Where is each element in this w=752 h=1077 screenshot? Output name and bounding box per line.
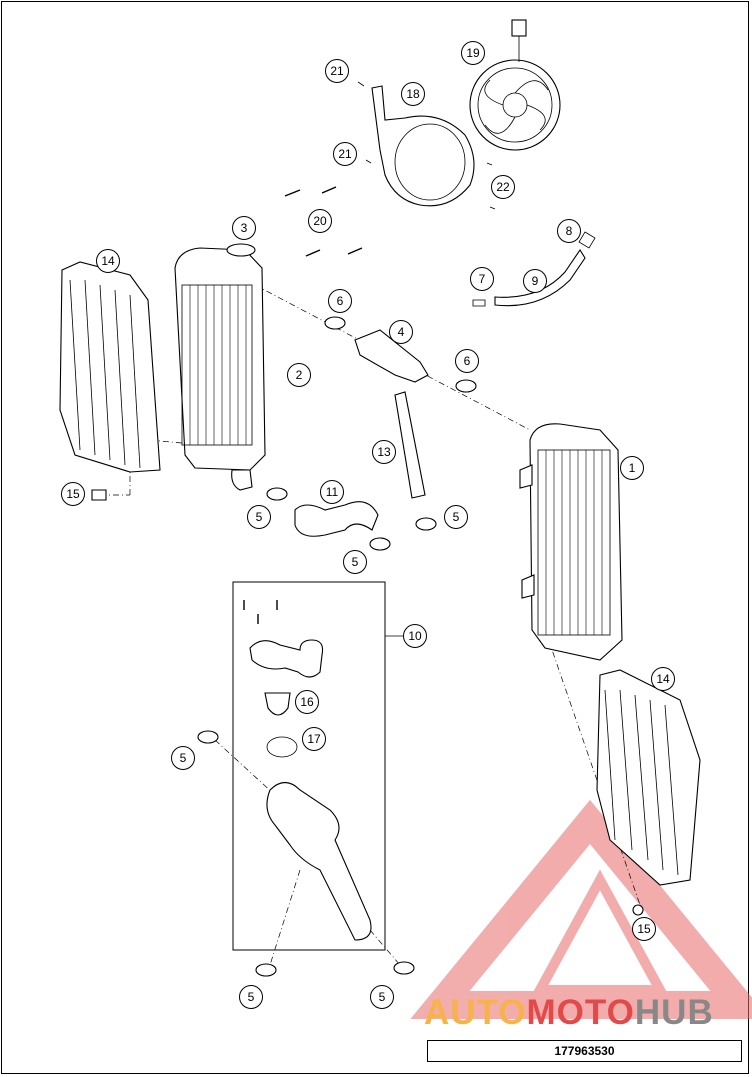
part-number-label: 177963530 [427,1040,742,1062]
radiator-left [174,243,266,491]
callout-21: 21 [325,59,349,83]
callout-17: 17 [302,727,326,751]
callout-18: 18 [401,82,425,106]
hose-9 [472,231,596,307]
hose-clamps [91,316,644,977]
fan-assembly [469,19,561,151]
callout-3: 3 [232,216,256,240]
radiator-guard-right [596,669,701,886]
hose-11 [294,501,379,537]
callout-5: 5 [171,746,195,770]
callout-7: 7 [470,267,494,291]
callout-4: 4 [389,320,413,344]
callout-1: 1 [620,456,644,480]
callout-15: 15 [61,482,85,506]
watermark-text: AUTOMOTOHUB [424,993,714,1032]
callout-21: 21 [333,142,357,166]
callout-6: 6 [328,289,352,313]
t-connector [354,329,429,499]
callout-11: 11 [320,480,344,504]
callout-19: 19 [461,41,485,65]
callout-14: 14 [96,249,120,273]
callout-10: 10 [403,624,427,648]
watermark-logo [410,799,752,1019]
callout-5: 5 [343,550,367,574]
callout-5: 5 [247,505,271,529]
callout-9: 9 [523,269,547,293]
callout-5: 5 [444,505,468,529]
fan-bracket [371,85,475,207]
callout-15: 15 [632,917,656,941]
screws [243,81,496,624]
callout-22: 22 [491,175,515,199]
callout-8: 8 [557,219,581,243]
callout-20: 20 [308,209,332,233]
callout-5: 5 [370,985,394,1009]
thermostat-kit-box [232,581,405,951]
radiator-right [519,423,623,661]
callout-5: 5 [239,985,263,1009]
radiator-guard-left [59,261,161,473]
callout-13: 13 [372,440,396,464]
callout-14: 14 [651,667,675,691]
callout-16: 16 [295,690,319,714]
callout-6: 6 [455,349,479,373]
callout-2: 2 [287,363,311,387]
